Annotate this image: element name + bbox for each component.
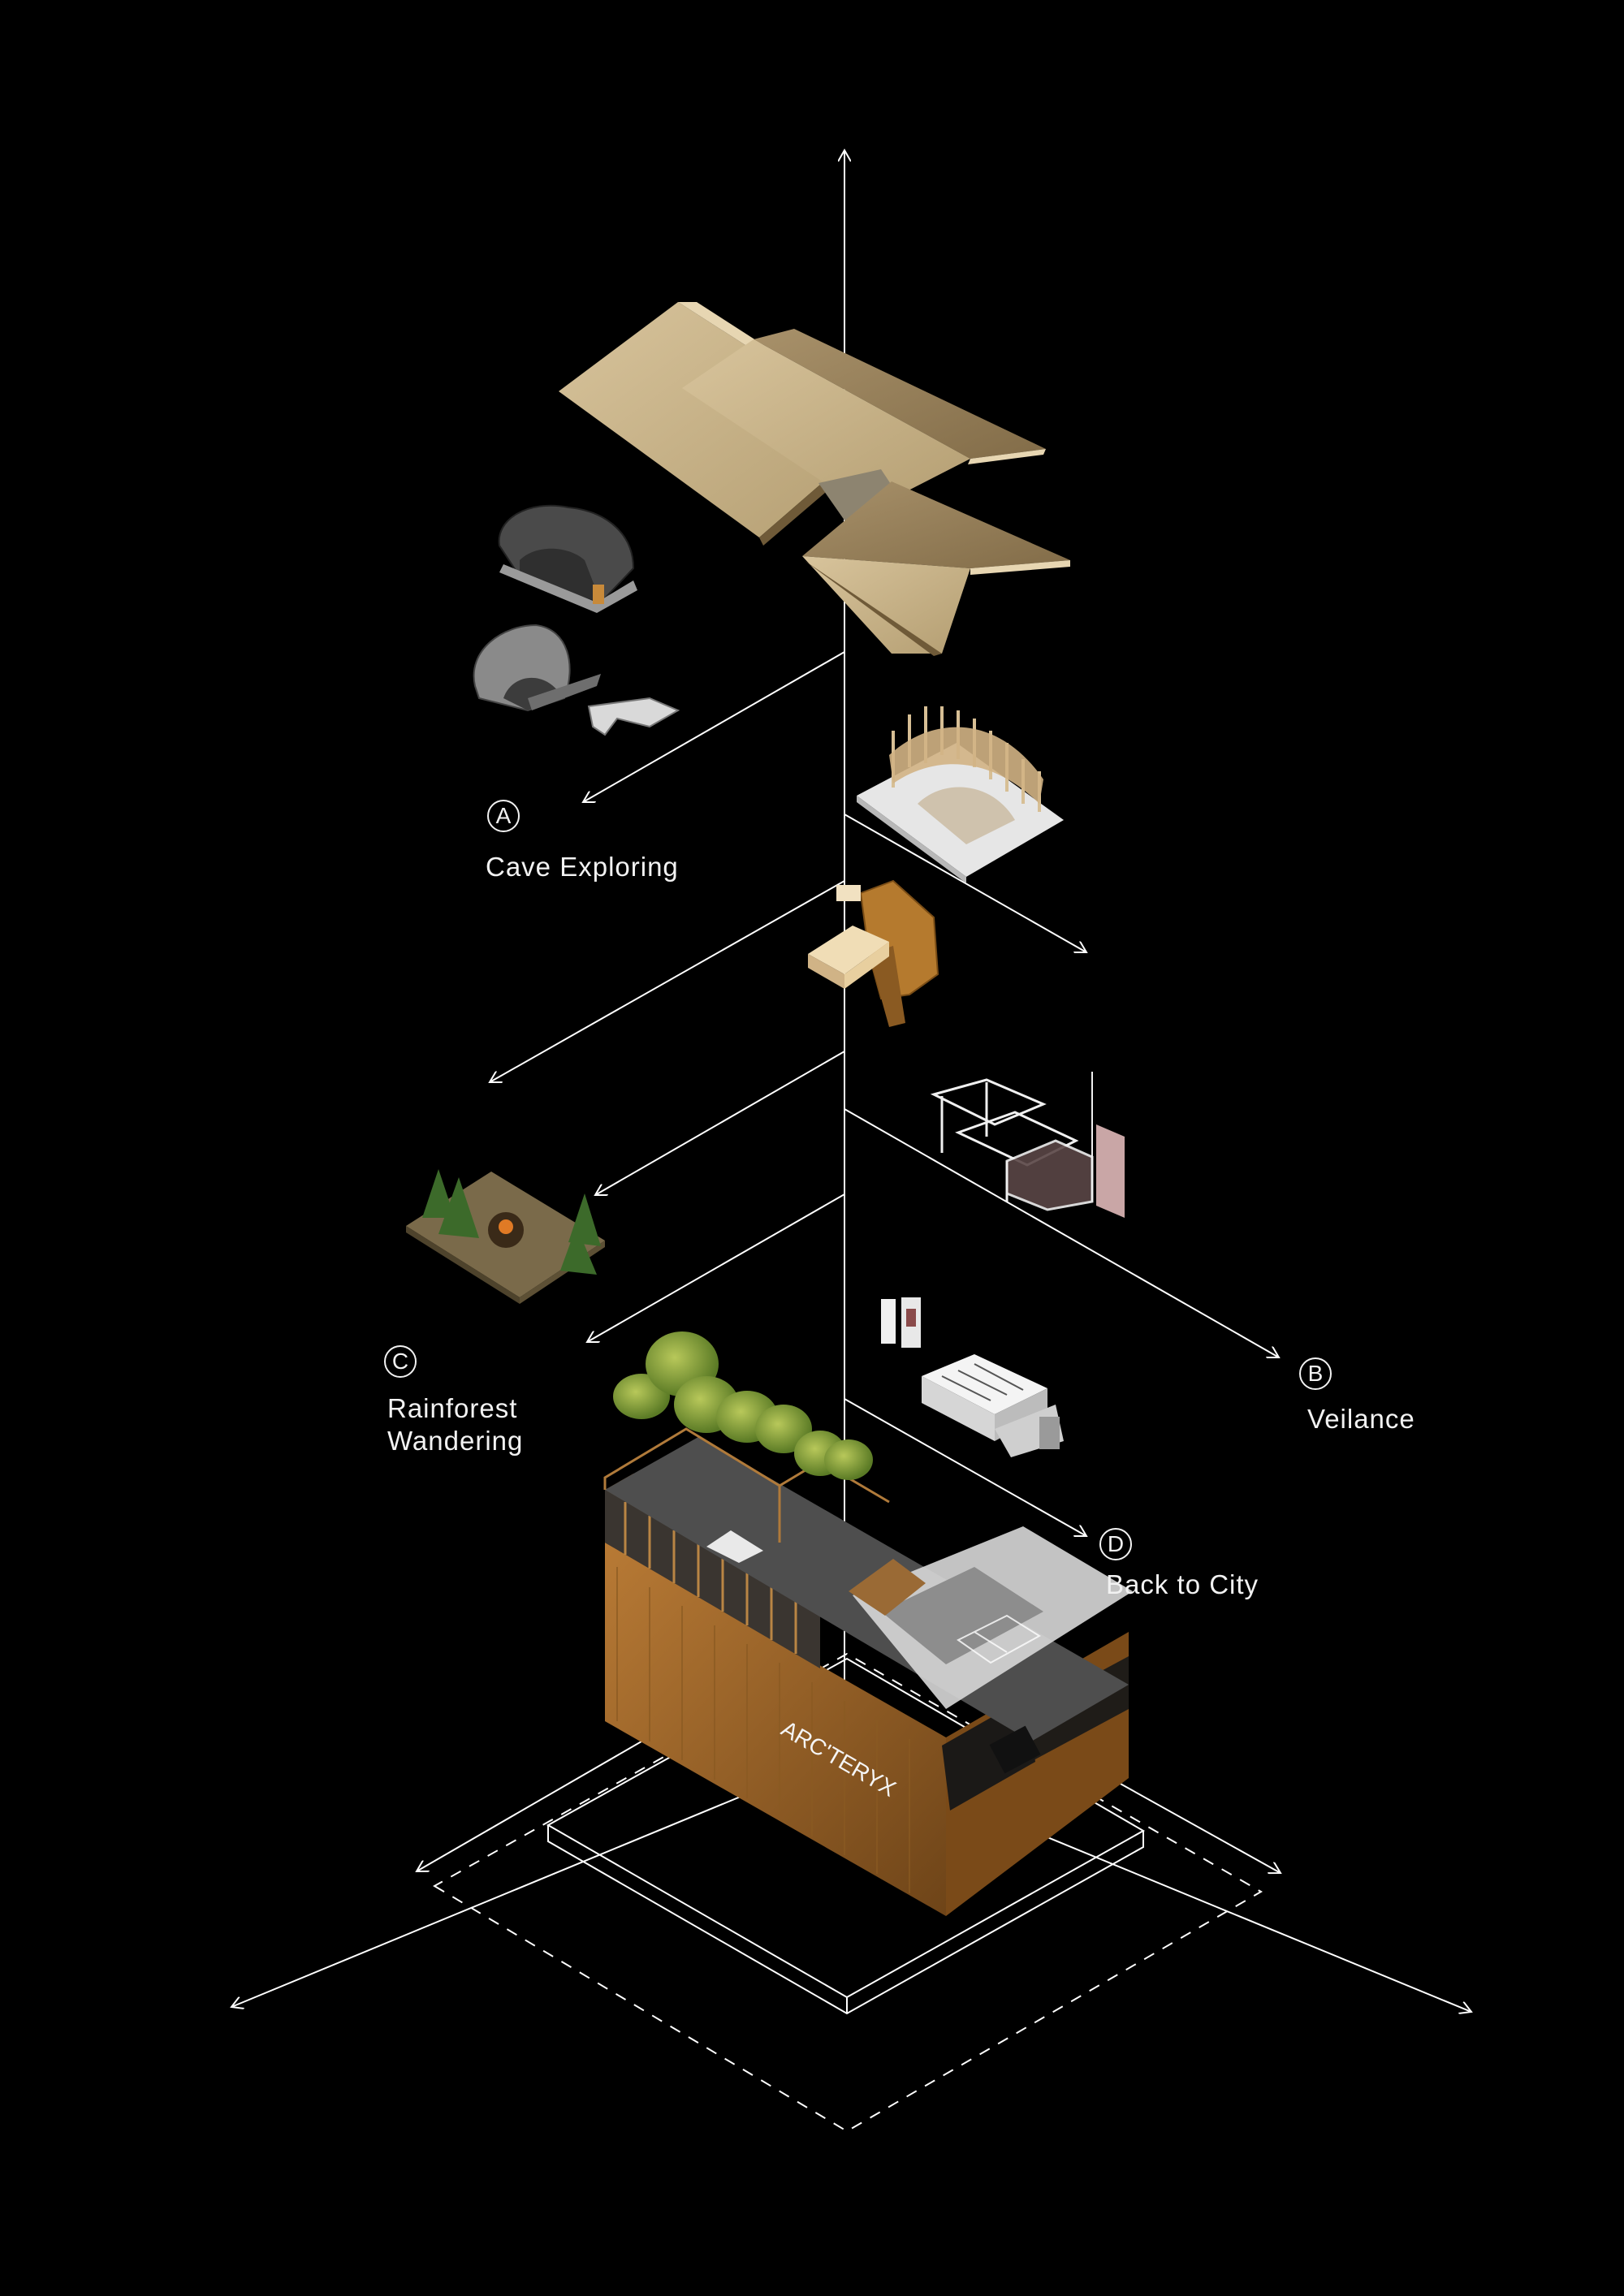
back-to-city-module xyxy=(881,1297,1064,1457)
zone-marker-d: D xyxy=(1099,1528,1132,1560)
arrow-cave-exploring xyxy=(583,651,845,802)
zone-label-cave-exploring: Cave Exploring xyxy=(486,852,679,882)
rock-timber-module xyxy=(808,879,939,1027)
zone-marker-a: A xyxy=(487,800,520,832)
arrow-base-left xyxy=(417,1723,673,1871)
roof-modules xyxy=(559,302,1070,656)
roof-trees xyxy=(613,1331,873,1480)
veilance-frame-module xyxy=(930,1072,1125,1218)
arrow-base-right xyxy=(1118,1782,1281,1873)
zone-marker-c: C xyxy=(384,1345,417,1378)
veilance-pavilion-module xyxy=(857,706,1064,883)
zone-label-back-to-city: Back to City xyxy=(1106,1569,1259,1599)
zone-label-rainforest-line2: Wandering xyxy=(387,1425,524,1456)
zone-label-rainforest-line1: Rainforest xyxy=(387,1393,518,1423)
zone-label-rainforest-wandering: Rainforest Wandering xyxy=(387,1392,523,1457)
arrow-veilance xyxy=(844,1108,1279,1357)
arrow-back-to-city xyxy=(844,1398,1086,1536)
zone-marker-b: B xyxy=(1299,1357,1332,1390)
arrow-veilance-upper xyxy=(844,814,1086,952)
arrow-left-mid xyxy=(490,880,845,1082)
main-building xyxy=(603,1331,1133,1916)
cave-module-a xyxy=(473,504,680,736)
arrow-rainforest xyxy=(587,1193,845,1342)
arrow-rainforest-upper xyxy=(595,1051,845,1195)
zone-label-veilance: Veilance xyxy=(1307,1404,1415,1434)
rainforest-camp-module xyxy=(406,1169,605,1304)
